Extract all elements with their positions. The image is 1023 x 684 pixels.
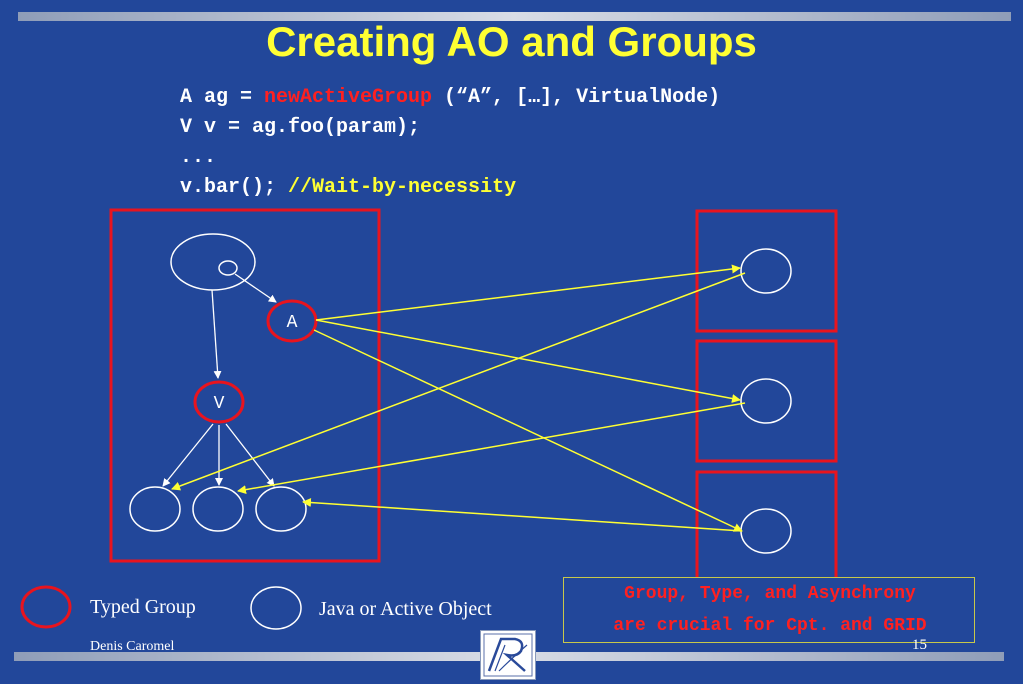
typed-group-a: [266, 299, 318, 343]
top-decor-bar: [18, 12, 1011, 21]
group-v-label: V: [214, 394, 225, 414]
code-line-4-call: v.bar();: [180, 176, 289, 199]
remote-node-box-3: [695, 470, 838, 594]
legend-typed-group-label: Typed Group: [90, 596, 196, 618]
arrow-a-to-remote-2: [315, 319, 741, 403]
result-object-3: [255, 486, 307, 532]
code-line-3: ...: [180, 146, 217, 169]
arrow-root-to-group-a: [234, 273, 277, 303]
slide-title: Creating AO and Groups: [266, 18, 757, 65]
note-box: Group, Type, and Asynchrony are crucial …: [563, 577, 975, 643]
code-line-4: v.bar(); //Wait-by-necessity: [180, 176, 516, 199]
code-line-2: V v = ag.foo(param);: [180, 116, 421, 139]
legend-typed-group-symbol: [20, 585, 72, 629]
remote-node-box-2: [695, 339, 838, 463]
note-line-2: are crucial for Cpt. and GRID: [613, 616, 927, 636]
typed-group-v: [193, 380, 245, 424]
legend-active-object-label: Java or Active Object: [319, 598, 492, 620]
local-node-box: [109, 208, 381, 563]
note-line-1: Group, Type, and Asynchrony: [624, 584, 916, 604]
reference-slot: [218, 260, 238, 276]
group-a-label: A: [287, 313, 298, 333]
result-object-2: [192, 486, 244, 532]
code-comment: //Wait-by-necessity: [288, 176, 517, 199]
code-line-1-prefix: A ag =: [180, 86, 265, 109]
author-name: Denis Caromel: [90, 639, 175, 654]
legend-active-object-symbol: [250, 586, 302, 630]
code-new-active-group: newActiveGroup: [264, 86, 433, 109]
arrow-a-to-remote-1: [315, 264, 741, 321]
code-line-1-suffix: (“A”, […], VirtualNode): [432, 86, 721, 109]
code-line-1: A ag = newActiveGroup (“A”, […], Virtual…: [180, 86, 720, 109]
arrow-remote-3-to-result-3: [302, 498, 743, 532]
arrow-v-to-result-3: [225, 423, 275, 487]
logo-icon: [483, 633, 533, 677]
remote-active-object-3: [740, 508, 792, 554]
arrow-a-to-remote-3: [313, 329, 743, 532]
root-object: [170, 233, 256, 291]
result-object-1: [129, 486, 181, 532]
arrow-remote-2-to-result-2: [237, 402, 746, 495]
remote-active-object-2: [740, 378, 792, 424]
remote-active-object-1: [740, 248, 792, 294]
page-number: 15: [912, 637, 927, 653]
institution-logo: [480, 630, 536, 680]
remote-node-box-1: [695, 209, 838, 333]
arrow-v-to-result-1: [162, 423, 214, 487]
arrow-remote-1-to-result-1: [171, 272, 746, 491]
arrow-root-to-group-v: [211, 289, 222, 379]
